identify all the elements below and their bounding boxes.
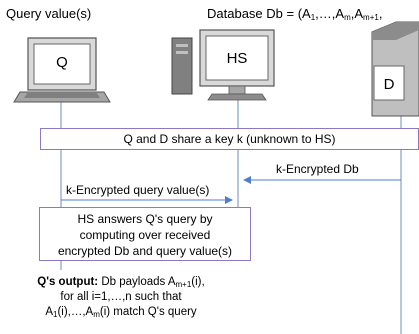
- hs-computation-box: HS answers Q's query by computing over r…: [39, 207, 251, 261]
- laptop-icon: [13, 37, 111, 103]
- node-d-label: D: [383, 76, 395, 93]
- shared-key-box: Q and D share a key k (unknown to HS): [40, 128, 419, 150]
- query-values-label: Query value(s): [6, 6, 92, 21]
- q-output: Q's output: Db payloads Am+1(i), for all…: [14, 275, 228, 320]
- q-output-line-3: A1(i),…,Am(i) match Q's query: [45, 306, 197, 319]
- encrypted-query-label: k-Encrypted query value(s): [66, 183, 210, 197]
- database-label: Database Db = (A1,…,Am,Am+1,: [207, 6, 383, 22]
- q-output-line-1: Q's output: Db payloads Am+1(i),: [37, 276, 205, 289]
- q-output-label: Q's output:: [37, 276, 99, 288]
- hs-box-line-3: encrypted Db and query value(s): [57, 244, 233, 258]
- hs-box-line-2: computing over received: [79, 228, 211, 242]
- server-icon: [371, 21, 419, 117]
- hs-box-line-1: HS answers Q's query by: [77, 212, 213, 226]
- desktop-icon: [171, 29, 275, 101]
- encrypted-db-label: k-Encrypted Db: [276, 162, 359, 176]
- q-output-line-2: for all i=1,…,n such that: [60, 291, 182, 303]
- node-q-label: Q: [56, 54, 68, 71]
- node-hs-label: HS: [226, 50, 248, 67]
